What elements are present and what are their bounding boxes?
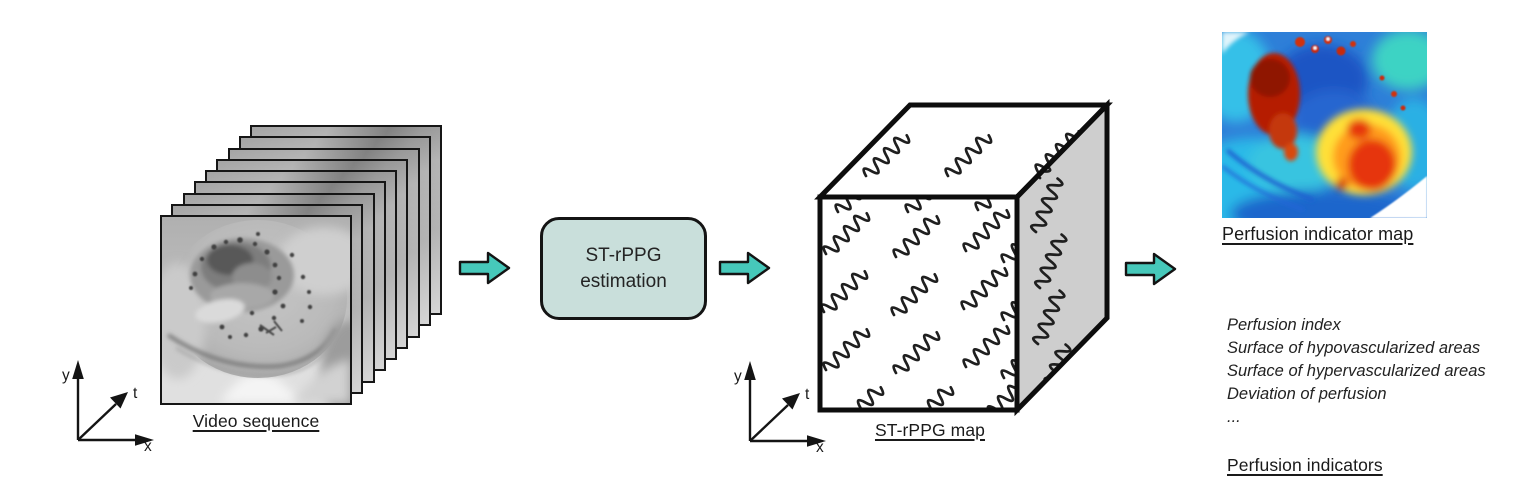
process-box-line2: estimation	[580, 270, 667, 292]
st-rppg-cube	[814, 98, 1113, 417]
t-axis-label: t	[133, 385, 138, 402]
perfusion-indicator-list: Perfusion index Surface of hypovasculari…	[1227, 314, 1536, 429]
y-axis-label: y	[62, 367, 70, 384]
xyt-axes-video: y t x	[62, 360, 154, 452]
t-axis-arrow	[77, 403, 117, 441]
indicator-list-item: Surface of hypovascularized areas	[1227, 339, 1481, 357]
y-axis-arrowhead-icon	[72, 360, 84, 379]
x-axis-arrowhead-icon	[807, 435, 826, 447]
perfusion-heatmap-image	[1222, 32, 1427, 218]
indicator-list-item: Perfusion index	[1227, 316, 1341, 334]
video-frame-front	[160, 215, 352, 405]
flow-arrow-icon	[1124, 252, 1177, 286]
x-axis-arrowhead-icon	[135, 434, 154, 446]
perfusion-indicator-map-label: Perfusion indicator map	[1222, 224, 1414, 244]
flow-arrow-icon	[458, 251, 511, 285]
t-axis-arrowhead-icon	[782, 393, 800, 410]
perfusion-indicators-label: Perfusion indicators	[1227, 455, 1383, 475]
x-axis-label: x	[816, 439, 824, 453]
cube-right-face	[1017, 105, 1107, 410]
x-axis-label: x	[144, 438, 152, 452]
t-axis-label: t	[805, 386, 810, 403]
st-rppg-map-label: ST-rPPG map	[874, 420, 985, 440]
flow-arrow-icon	[718, 251, 771, 285]
video-sequence-label: Video sequence	[192, 411, 320, 431]
cube-front-face	[820, 197, 1017, 410]
t-axis-arrowhead-icon	[110, 392, 128, 409]
cube-edges	[817, 194, 1020, 413]
t-axis-arrow	[749, 404, 789, 442]
indicator-list-item: Deviation of perfusion	[1227, 385, 1387, 403]
st-rppg-estimation-box: ST-rPPG estimation	[540, 217, 707, 320]
wound-photo-image	[162, 217, 350, 403]
process-box-line1: ST-rPPG	[585, 244, 662, 266]
cube-top-face	[820, 105, 1107, 197]
indicator-list-item: ...	[1227, 408, 1241, 426]
indicator-list-item: Surface of hypervascularized areas	[1227, 362, 1486, 380]
y-axis-label: y	[734, 368, 742, 385]
y-axis-arrowhead-icon	[744, 361, 756, 380]
xyt-axes-map: y t x	[734, 361, 826, 453]
